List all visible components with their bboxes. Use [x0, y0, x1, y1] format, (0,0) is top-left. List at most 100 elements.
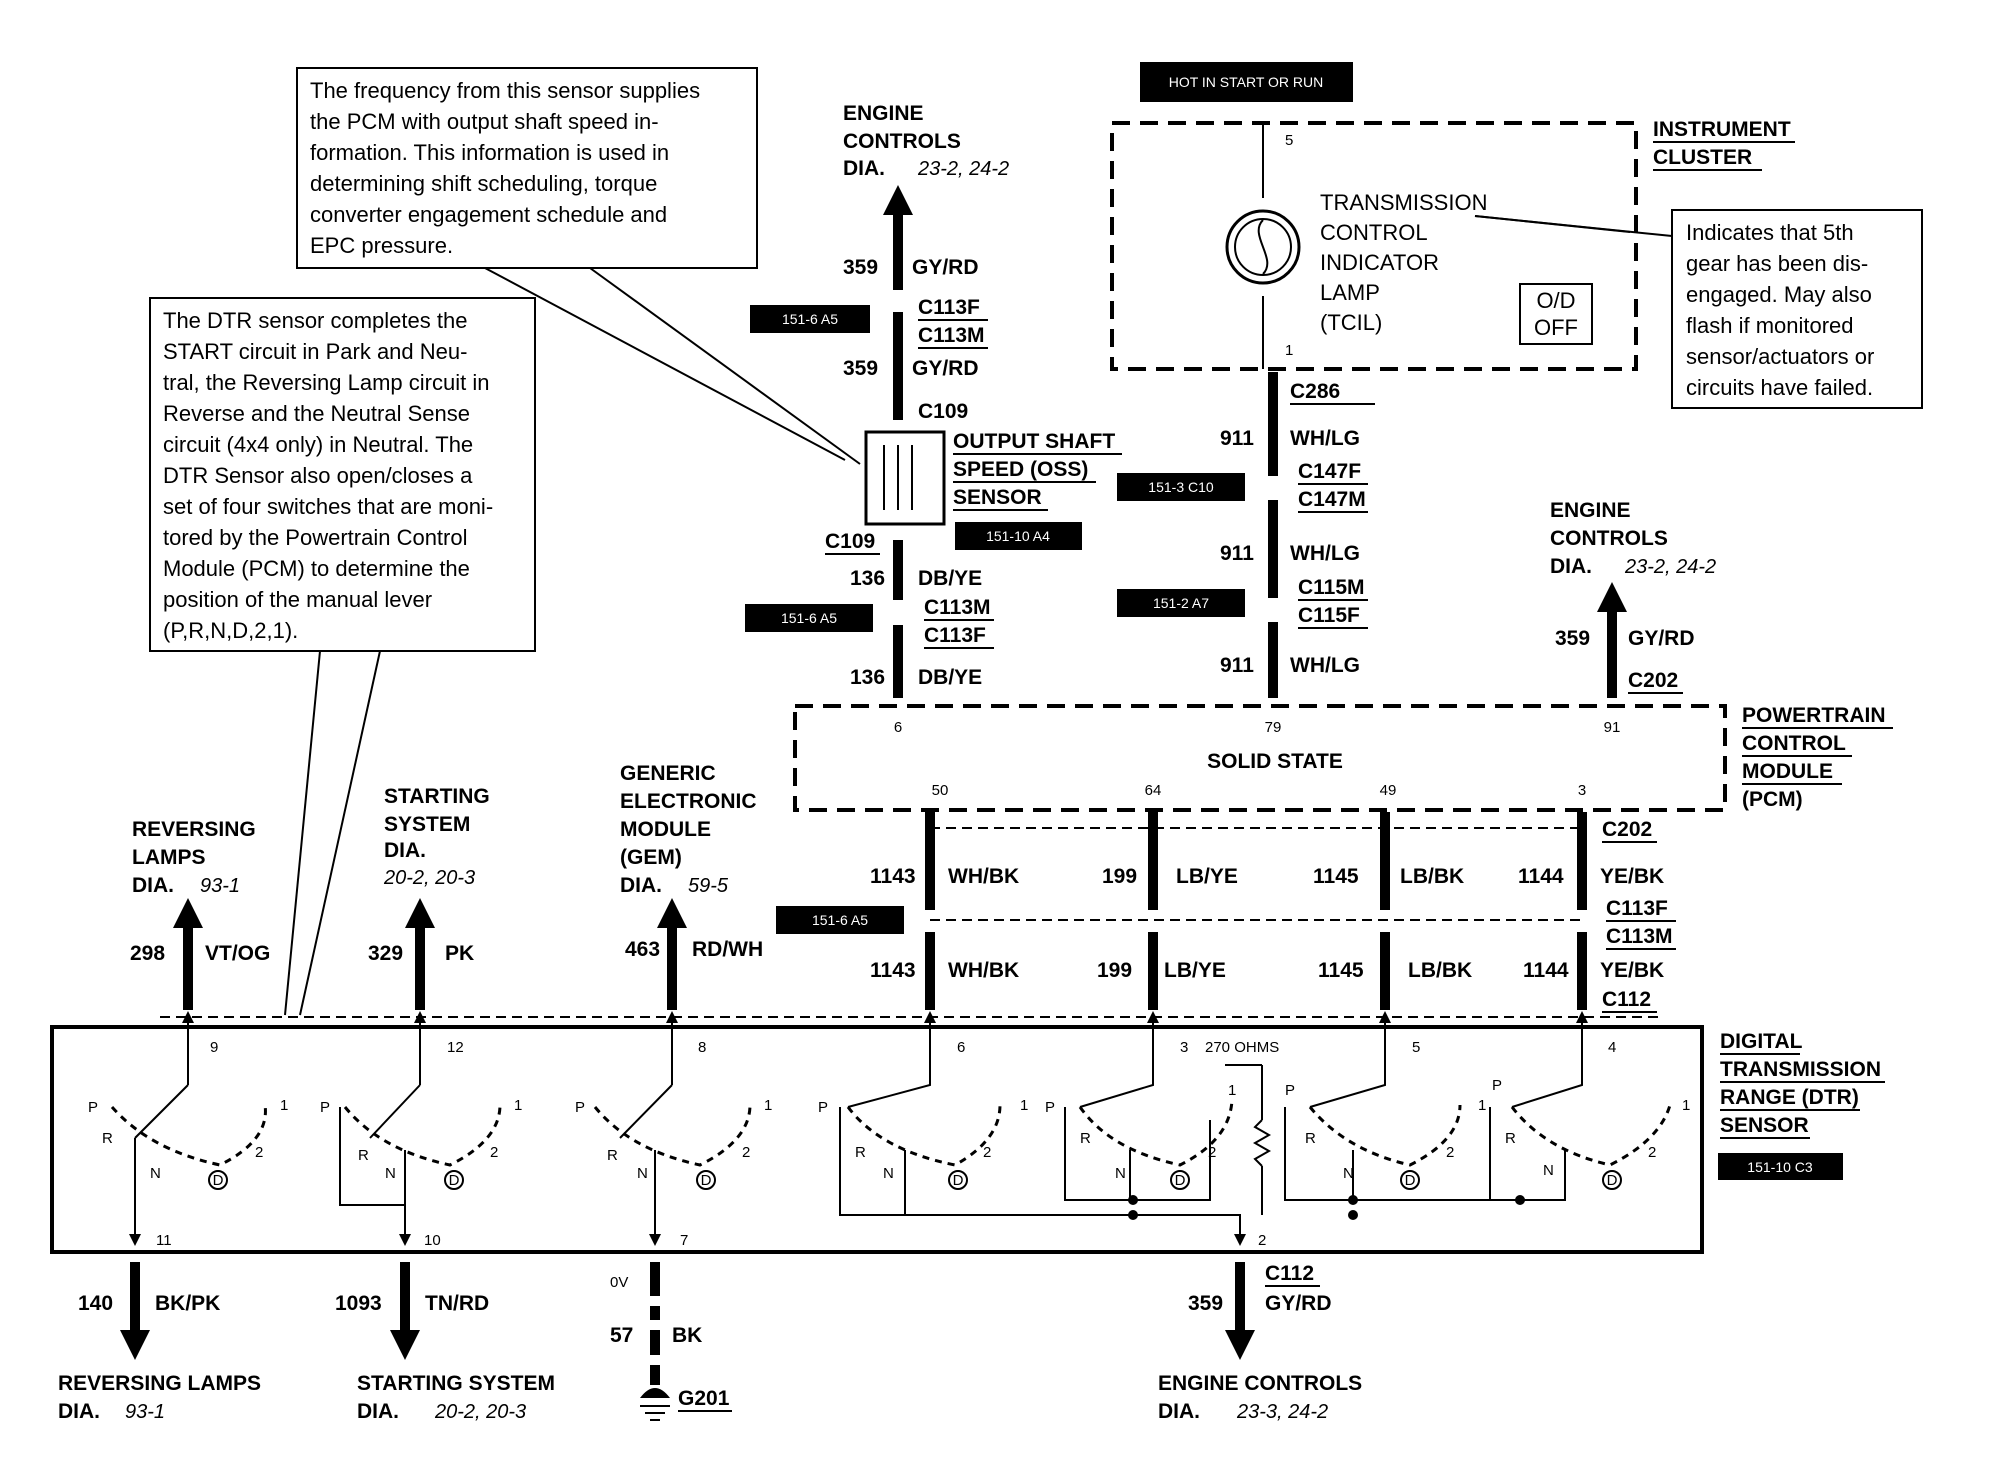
svg-text:N: N: [385, 1165, 396, 1182]
svg-text:D: D: [1607, 1172, 1618, 1189]
svg-text:G201: G201: [678, 1387, 730, 1410]
oss-sensor-label: OUTPUT SHAFT: [953, 430, 1115, 453]
svg-text:D: D: [213, 1172, 224, 1189]
svg-text:BK/PK: BK/PK: [155, 1292, 220, 1315]
od-off-button: [1519, 283, 1593, 345]
svg-text:C202: C202: [1602, 818, 1652, 841]
dtr-switch-2: P R N 2 1 D 10: [320, 1050, 522, 1249]
pcm-solid-state: SOLID STATE: [1207, 750, 1343, 773]
tcil-note-line: Indicates that 5th: [1686, 220, 1854, 245]
svg-text:8: 8: [698, 1039, 706, 1056]
svg-text:20-2, 20-3: 20-2, 20-3: [434, 1401, 526, 1423]
pcm-title: (PCM): [1742, 788, 1803, 811]
svg-text:463: 463: [625, 938, 660, 961]
svg-text:P: P: [1492, 1077, 1502, 1094]
svg-text:CONTROLS: CONTROLS: [1550, 527, 1668, 550]
svg-text:LAMPS: LAMPS: [132, 846, 206, 869]
svg-text:1: 1: [1478, 1097, 1486, 1114]
svg-text:20-2, 20-3: 20-2, 20-3: [383, 867, 475, 889]
svg-text:VT/OG: VT/OG: [205, 942, 270, 965]
pcm-title: MODULE: [1742, 760, 1833, 783]
svg-text:OFF: OFF: [1534, 315, 1578, 340]
svg-text:359: 359: [1188, 1292, 1223, 1315]
svg-text:911: 911: [1220, 542, 1254, 565]
svg-text:6: 6: [957, 1039, 965, 1056]
svg-text:23-3, 24-2: 23-3, 24-2: [1236, 1401, 1328, 1423]
svg-text:WH/BK: WH/BK: [948, 865, 1019, 888]
engine-controls-right: ENGINE CONTROLS DIA. 23-2, 24-2 359 GY/R…: [1550, 499, 1716, 698]
svg-text:GY/RD: GY/RD: [912, 357, 979, 380]
svg-text:R: R: [1305, 1130, 1316, 1147]
svg-text:151-6 A5: 151-6 A5: [782, 311, 838, 327]
svg-text:49: 49: [1380, 782, 1397, 799]
svg-text:5: 5: [1412, 1039, 1420, 1056]
svg-text:DIA.: DIA.: [357, 1400, 399, 1423]
hot-in-start-or-run-label: HOT IN START OR RUN: [1140, 62, 1353, 102]
svg-text:GENERIC: GENERIC: [620, 762, 716, 785]
tcil-wire-chain: C286 911 WH/LG C147F C147M 151-3 C10 911…: [1117, 372, 1375, 698]
svg-text:DIA.: DIA.: [1158, 1400, 1200, 1423]
svg-text:C113M: C113M: [924, 596, 991, 619]
svg-text:P: P: [818, 1099, 828, 1116]
svg-text:D: D: [449, 1172, 460, 1189]
svg-text:GY/RD: GY/RD: [912, 256, 979, 279]
pcm-dtr-wires: 1143 WH/BK 199 LB/YE 1145 LB/BK 1144 YE/…: [776, 812, 1676, 1013]
svg-text:9: 9: [210, 1039, 218, 1056]
dtr-switch-5: P R N 2 1 D: [1045, 1064, 1272, 1220]
svg-text:PK: PK: [445, 942, 474, 965]
oss-sensor-label: SPEED (OSS): [953, 458, 1088, 481]
svg-text:N: N: [1343, 1165, 1354, 1182]
svg-text:93-1: 93-1: [200, 875, 240, 897]
tcil-label: TRANSMISSION: [1320, 190, 1487, 215]
svg-text:50: 50: [932, 782, 949, 799]
svg-text:C112: C112: [1265, 1262, 1314, 1285]
dtr-note-line: Reverse and the Neutral Sense: [163, 401, 470, 426]
svg-text:DB/YE: DB/YE: [918, 666, 982, 689]
svg-text:12: 12: [447, 1039, 464, 1056]
svg-text:C113M: C113M: [918, 324, 985, 347]
svg-text:P: P: [88, 1099, 98, 1116]
dtr-note-line: tored by the Powertrain Control: [163, 525, 468, 550]
svg-text:GY/RD: GY/RD: [1628, 627, 1695, 650]
svg-text:57: 57: [610, 1324, 633, 1347]
tcil-label: CONTROL: [1320, 220, 1428, 245]
svg-text:ELECTRONIC: ELECTRONIC: [620, 790, 757, 813]
svg-text:DIA.: DIA.: [620, 874, 662, 897]
svg-text:SYSTEM: SYSTEM: [384, 813, 470, 836]
svg-text:4: 4: [1608, 1039, 1616, 1056]
oss-sensor-label: SENSOR: [953, 486, 1042, 509]
tcil-label: INDICATOR: [1320, 250, 1439, 275]
svg-text:LB/BK: LB/BK: [1408, 959, 1472, 982]
svg-text:C113F: C113F: [1606, 897, 1668, 920]
svg-text:R: R: [607, 1147, 618, 1164]
svg-text:1145: 1145: [1313, 865, 1359, 888]
tcil-label: (TCIL): [1320, 310, 1382, 335]
svg-text:C115F: C115F: [1298, 604, 1360, 627]
svg-text:1093: 1093: [335, 1292, 382, 1315]
svg-text:1: 1: [514, 1097, 522, 1114]
tcil-note-line: flash if monitored: [1686, 313, 1854, 338]
svg-text:WH/LG: WH/LG: [1290, 427, 1360, 450]
svg-text:D: D: [701, 1172, 712, 1189]
svg-text:WH/BK: WH/BK: [948, 959, 1019, 982]
svg-text:N: N: [150, 1165, 161, 1182]
svg-text:3: 3: [1578, 782, 1586, 799]
svg-text:C109: C109: [825, 530, 875, 553]
dtr-note-line: set of four switches that are moni-: [163, 494, 493, 519]
dtr-note-line: Module (PCM) to determine the: [163, 556, 470, 581]
svg-text:2: 2: [1208, 1144, 1216, 1161]
bottom-wires: 140 BK/PK REVERSING LAMPS DIA. 93-1 1093…: [58, 1262, 1362, 1423]
svg-text:91: 91: [1604, 719, 1621, 736]
svg-text:11: 11: [156, 1232, 172, 1249]
svg-text:LB/YE: LB/YE: [1176, 865, 1238, 888]
svg-text:5: 5: [1285, 132, 1293, 149]
pcm-title: CONTROL: [1742, 732, 1846, 755]
svg-text:1: 1: [280, 1097, 288, 1114]
svg-text:2: 2: [490, 1144, 498, 1161]
svg-text:R: R: [1080, 1130, 1091, 1147]
svg-text:WH/LG: WH/LG: [1290, 654, 1360, 677]
svg-text:359: 359: [1555, 627, 1590, 650]
svg-text:C202: C202: [1628, 669, 1678, 692]
svg-text:1: 1: [1228, 1082, 1236, 1099]
svg-text:1143: 1143: [870, 959, 916, 982]
